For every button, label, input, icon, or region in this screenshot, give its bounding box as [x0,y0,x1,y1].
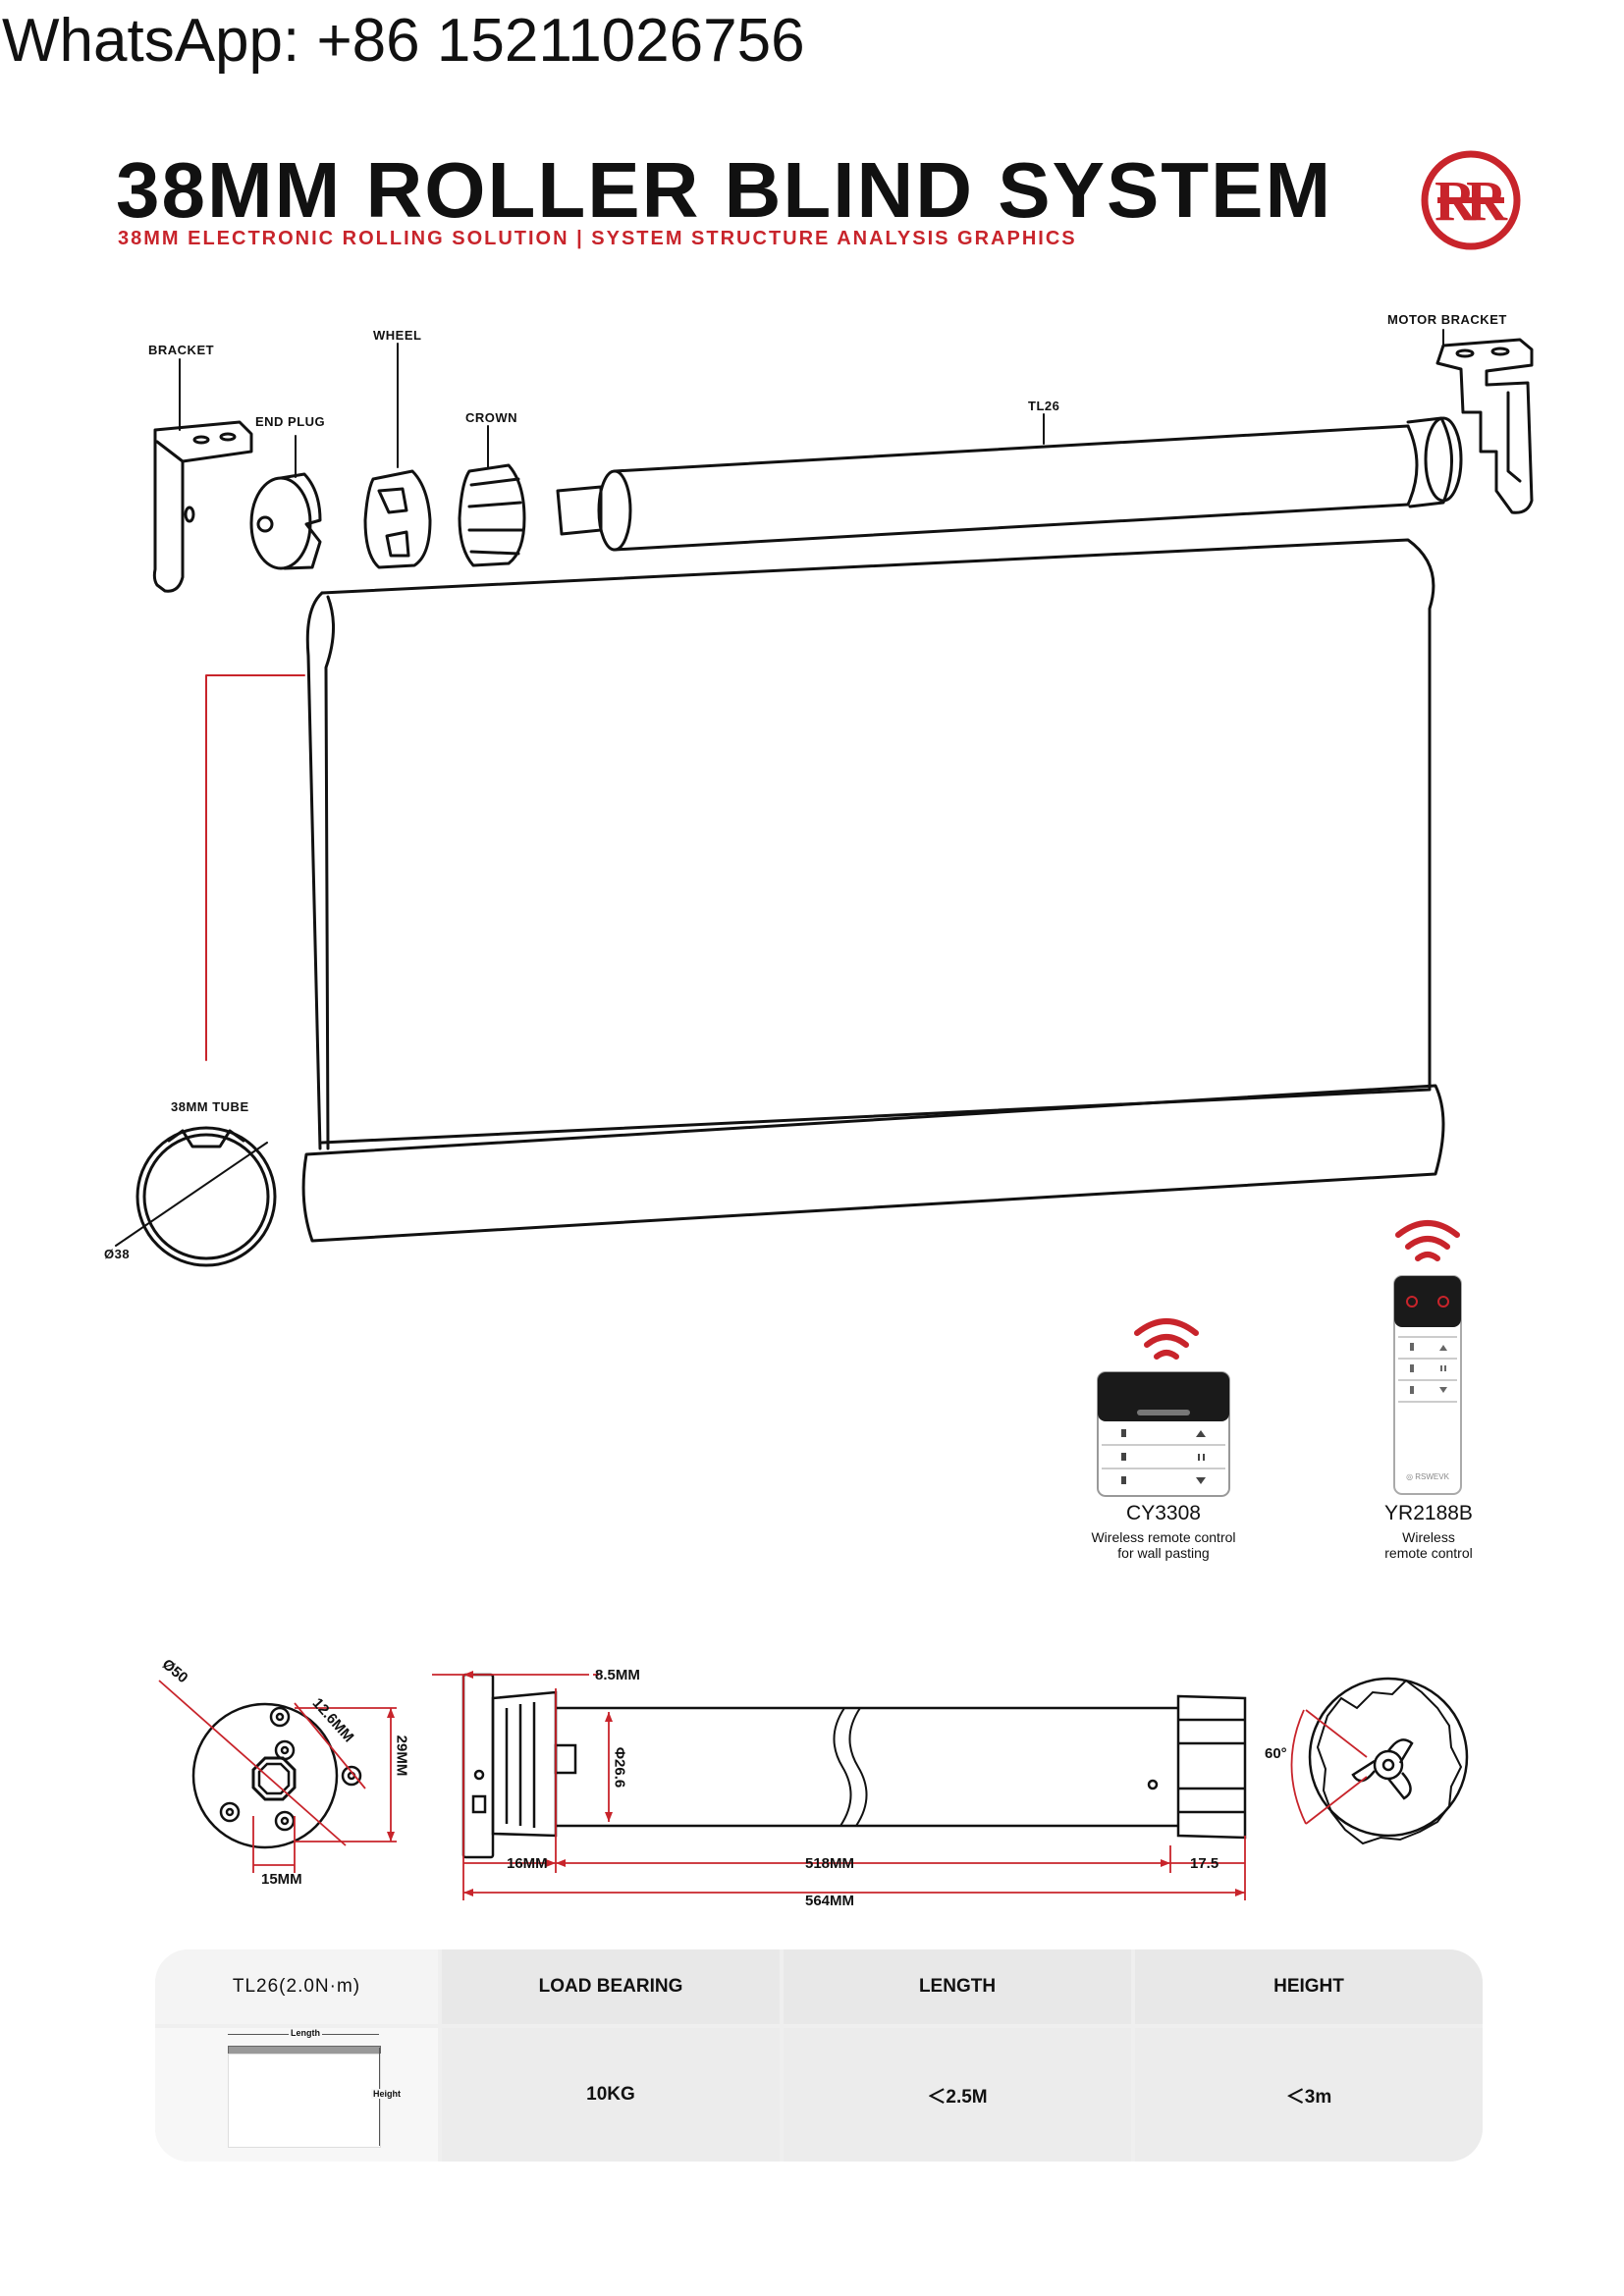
table-size-diagram: Length Height [155,2028,438,2162]
remote-desc-cy3308: Wireless remote control for wall pasting [1091,1529,1236,1561]
wall-remote-icon [1097,1371,1230,1497]
table-value-load: 10KG [442,2028,780,2162]
diagram-height-label: Height [371,2089,403,2099]
table-header-model: TL26(2.0N·m) [155,1949,438,2024]
spec-table: TL26(2.0N·m) LOAD BEARING LENGTH HEIGHT … [155,1949,1483,2162]
diagram-length-label: Length [289,2028,322,2038]
svg-text:R: R [1466,169,1508,233]
table-header-load: LOAD BEARING [442,1949,780,2024]
remote-model-yr2188b: YR2188B [1384,1502,1473,1524]
bracket-label: BRACKET [148,343,215,357]
dim-crown-length: 17.5 [1190,1855,1219,1872]
blind-panel [228,2054,381,2148]
motor-bracket-label: MOTOR BRACKET [1387,312,1507,327]
table-header-height: HEIGHT [1135,1949,1483,2024]
dim-total-length: 564MM [805,1893,855,1909]
end-plug-label: END PLUG [255,414,326,429]
table-value-length: ＜2.5M [784,2028,1131,2162]
page-subtitle: 38MM ELECTRONIC ROLLING SOLUTION | SYSTE… [118,228,1077,249]
tube-diameter-label: Ø38 [104,1247,131,1261]
tube-label: 38MM TUBE [171,1099,249,1114]
signal-icon [1134,1318,1199,1360]
dim-diameter-50: Ø50 [158,1655,191,1687]
page-title: 38MM ROLLER BLIND SYSTEM [116,146,1333,234]
dim-head-length: 16MM [507,1855,548,1872]
svg-text:R: R [1435,169,1477,233]
tl26-label: TL26 [1028,399,1060,413]
table-value-height: ＜3m [1135,2028,1483,2162]
table-header-length: LENGTH [784,1949,1131,2024]
handheld-remote-icon: ◎ RSWEVK [1393,1275,1462,1495]
dim-width-15: 15MM [261,1871,302,1888]
remote-desc-yr2188b: Wireless remote control [1384,1529,1473,1561]
dim-tube-diameter: Φ26.6 [611,1746,628,1789]
dim-head-offset: 8.5MM [595,1667,640,1683]
wheel-label: WHEEL [373,328,422,343]
svg-text:◎ RSWEVK: ◎ RSWEVK [1406,1472,1450,1481]
dim-crown-angle: 60° [1265,1745,1287,1762]
dim-body-length: 518MM [805,1855,855,1872]
crown-label: CROWN [465,410,518,425]
whatsapp-contact: WhatsApp: +86 15211026756 [2,7,805,75]
remote-model-cy3308: CY3308 [1126,1502,1201,1524]
dim-hole-spacing: 12.6MM [308,1694,357,1746]
dim-height-29: 29MM [393,1735,410,1777]
